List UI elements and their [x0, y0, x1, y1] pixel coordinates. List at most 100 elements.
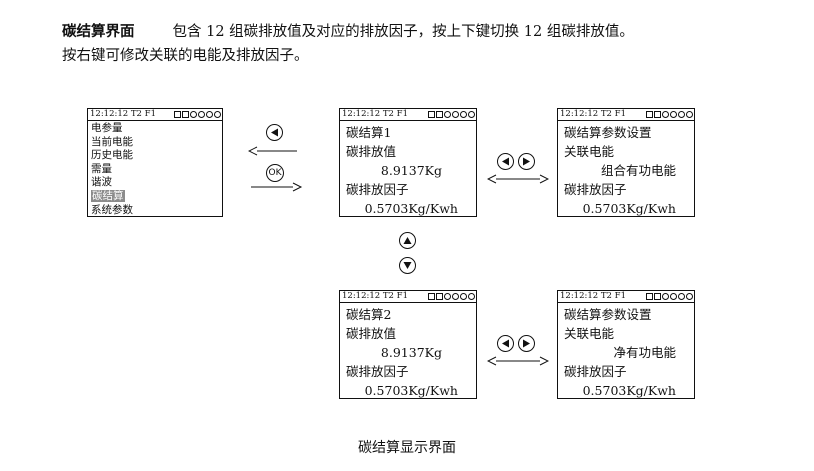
circle-indicator-icon — [214, 110, 221, 118]
square-indicator-icon — [436, 110, 443, 118]
arrow-back-left — [248, 146, 297, 156]
double-arrow — [487, 174, 549, 184]
screen-title: 碳结算1 — [346, 125, 392, 140]
status-time: 12:12:12 — [342, 109, 381, 119]
square-indicator-icon — [174, 110, 181, 118]
energy-label: 关联电能 — [564, 326, 615, 341]
status-t: T2 — [600, 109, 612, 119]
circle-indicator-icon — [678, 110, 685, 118]
circle-indicator-icon — [670, 110, 677, 118]
left-arrow-icon — [271, 128, 278, 137]
left-button[interactable] — [497, 335, 514, 352]
factor-label: 碳排放因子 — [564, 182, 627, 197]
status-bar: 12:12:12 T2 F1 — [340, 291, 476, 303]
section-title: 碳结算界面 — [62, 23, 135, 40]
carbon-settlement-2-screen: 12:12:12 T2 F1 碳结算2 碳排放值 8.9137Kg 碳排放因子 … — [339, 290, 477, 399]
status-time: 12:12:12 — [342, 291, 381, 301]
status-indicators — [174, 110, 221, 118]
status-f: F1 — [614, 109, 626, 119]
circle-indicator-icon — [444, 292, 451, 300]
screen-title: 碳结算2 — [346, 307, 392, 322]
status-bar: 12:12:12 T2 F1 — [88, 109, 222, 121]
square-indicator-icon — [428, 110, 435, 118]
status-indicators — [428, 292, 475, 300]
emission-value: 8.9137Kg — [380, 345, 442, 360]
energy-value[interactable]: 组合有功电能 — [600, 163, 676, 178]
circle-indicator-icon — [452, 292, 459, 300]
energy-label: 关联电能 — [564, 144, 615, 159]
factor-value: 0.5703Kg/Kwh — [364, 201, 458, 216]
emission-value: 8.9137Kg — [380, 163, 442, 178]
square-indicator-icon — [436, 292, 443, 300]
factor-value[interactable]: 0.5703Kg/Kwh — [582, 383, 676, 398]
status-indicators — [428, 110, 475, 118]
menu-item-harmonics[interactable]: 谐波 — [91, 176, 112, 189]
left-button[interactable] — [266, 124, 283, 141]
screen-title: 碳结算参数设置 — [564, 307, 652, 322]
circle-indicator-icon — [198, 110, 205, 118]
status-f: F1 — [396, 109, 408, 119]
figure-caption: 碳结算显示界面 — [358, 440, 456, 456]
circle-indicator-icon — [662, 110, 669, 118]
ok-button[interactable]: OK — [266, 164, 284, 182]
circle-indicator-icon — [686, 292, 693, 300]
status-bar: 12:12:12 T2 F1 — [340, 109, 476, 121]
status-t: T2 — [130, 109, 142, 119]
left-button[interactable] — [497, 153, 514, 170]
status-t: T2 — [600, 291, 612, 301]
right-button[interactable] — [518, 153, 535, 170]
square-indicator-icon — [654, 110, 661, 118]
menu-item-system-params[interactable]: 系统参数 — [91, 203, 133, 216]
menu-item-history-energy[interactable]: 历史电能 — [91, 149, 133, 162]
circle-indicator-icon — [444, 110, 451, 118]
carbon-settings-2-screen: 12:12:12 T2 F1 碳结算参数设置 关联电能 净有功电能 碳排放因子 … — [557, 290, 695, 399]
square-indicator-icon — [646, 110, 653, 118]
status-f: F1 — [144, 109, 156, 119]
status-t: T2 — [382, 291, 394, 301]
down-arrow-icon — [403, 262, 412, 269]
factor-value: 0.5703Kg/Kwh — [364, 383, 458, 398]
intro-line-1: 包含 12 组碳排放值及对应的排放因子，按上下键切换 12 组碳排放值。 — [172, 24, 634, 40]
circle-indicator-icon — [190, 110, 197, 118]
carbon-settings-1-screen: 12:12:12 T2 F1 碳结算参数设置 关联电能 组合有功电能 碳排放因子… — [557, 108, 695, 217]
menu-item-current-energy[interactable]: 当前电能 — [91, 135, 133, 148]
status-time: 12:12:12 — [560, 291, 599, 301]
circle-indicator-icon — [206, 110, 213, 118]
circle-indicator-icon — [452, 110, 459, 118]
menu-item-demand[interactable]: 需量 — [91, 162, 112, 175]
circle-indicator-icon — [662, 292, 669, 300]
status-time: 12:12:12 — [90, 109, 129, 119]
down-button[interactable] — [399, 257, 416, 274]
square-indicator-icon — [646, 292, 653, 300]
square-indicator-icon — [182, 110, 189, 118]
up-button[interactable] — [399, 232, 416, 249]
status-indicators — [646, 292, 693, 300]
left-arrow-icon — [502, 157, 509, 166]
square-indicator-icon — [428, 292, 435, 300]
factor-value[interactable]: 0.5703Kg/Kwh — [582, 201, 676, 216]
right-button[interactable] — [518, 335, 535, 352]
circle-indicator-icon — [678, 292, 685, 300]
status-f: F1 — [396, 291, 408, 301]
intro-paragraph: 碳结算界面 包含 12 组碳排放值及对应的排放因子，按上下键切换 12 组碳排放值… — [62, 20, 802, 68]
status-time: 12:12:12 — [560, 109, 599, 119]
circle-indicator-icon — [670, 292, 677, 300]
status-t: T2 — [382, 109, 394, 119]
status-f: F1 — [614, 291, 626, 301]
square-indicator-icon — [654, 292, 661, 300]
circle-indicator-icon — [468, 110, 475, 118]
status-bar: 12:12:12 T2 F1 — [558, 109, 694, 121]
menu-item-carbon-settlement[interactable]: 碳结算 — [91, 189, 125, 202]
menu-item-electrical-params[interactable]: 电参量 — [91, 122, 123, 134]
circle-indicator-icon — [686, 110, 693, 118]
intro-line-2: 按右键可修改关联的电能及排放因子。 — [62, 48, 309, 64]
emission-label: 碳排放值 — [346, 326, 397, 341]
status-indicators — [646, 110, 693, 118]
arrow-enter-right — [251, 182, 303, 192]
energy-value[interactable]: 净有功电能 — [613, 345, 676, 360]
circle-indicator-icon — [468, 292, 475, 300]
right-arrow-icon — [523, 339, 530, 348]
emission-label: 碳排放值 — [346, 144, 397, 159]
main-menu: 电参量 当前电能 历史电能 需量 谐波 碳结算 系统参数 — [88, 121, 222, 217]
left-arrow-icon — [502, 339, 509, 348]
